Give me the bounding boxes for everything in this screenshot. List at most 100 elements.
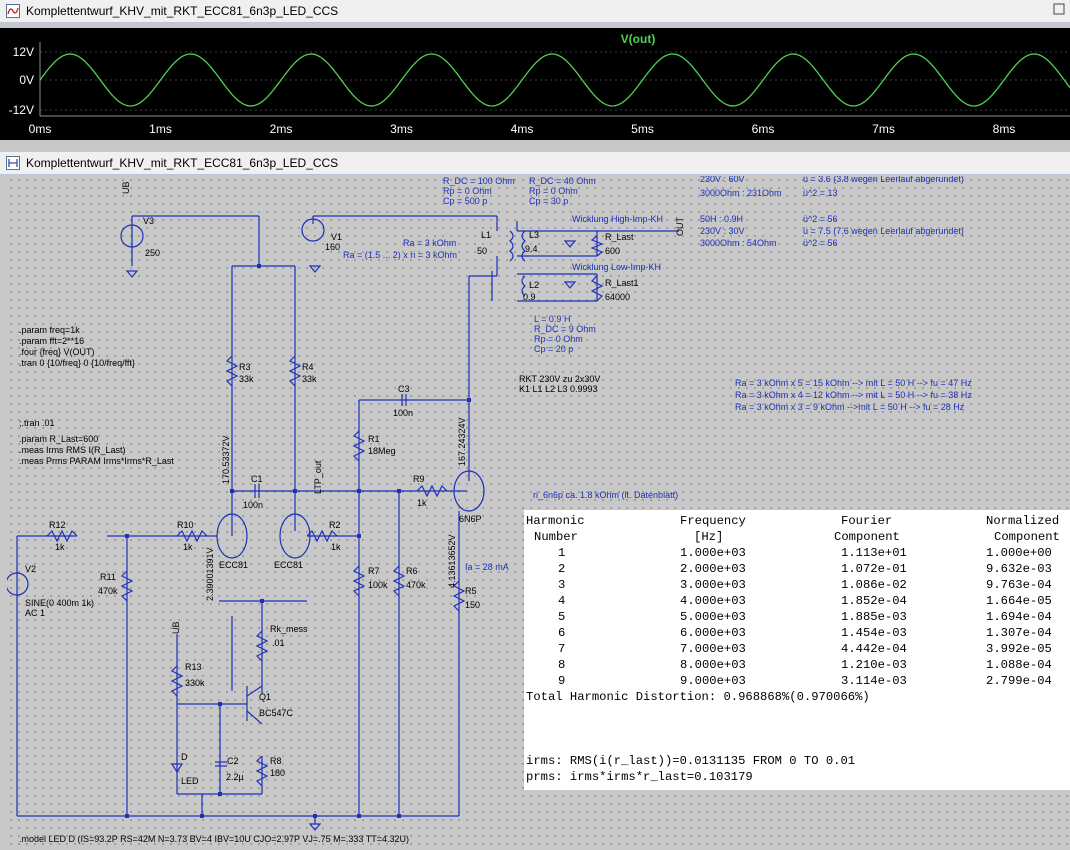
r7-label: R7 [368,566,380,576]
directive-block-2[interactable]: ;.tran .01 .param R_Last=600 .meas Irms … [19,418,174,466]
x-tick: 5ms [631,122,654,136]
directive-line: .param freq=1k [19,325,80,335]
r4-label: R4 [302,362,314,372]
rk-value: .01 [272,638,285,648]
junctions [125,264,471,818]
harmonic-number: 9 [558,674,566,688]
led-model-directive[interactable]: .model LED D (IS=93.2P RS=42M N=3.73 BV=… [19,834,409,844]
spice-output-pane[interactable]: Harmonic Frequency Fourier Normalized Nu… [524,510,1070,790]
x-tick: 6ms [752,122,775,136]
note-line: R_DC = 9 Ohm [534,324,596,334]
normalized-value: 9.763e-04 [986,578,1052,592]
frequency-value: 8.000e+03 [680,658,746,672]
l3-coil [521,230,526,262]
volt-6n6p-cathode: 4.13613652V [447,534,457,588]
coupling-directive-1[interactable]: RKT 230V zu 2x30V [519,374,600,384]
x-tick: 7ms [872,122,895,136]
trace-label[interactable]: V(out) [621,32,656,46]
r13-symbol [170,665,184,697]
note-line: 3000Ohm : 231Ohm [700,188,782,198]
r10-symbol [176,529,208,543]
fourier-value: 1.454e-03 [841,626,907,640]
v2-label: V2 [25,564,36,574]
note-line: Ra = 3 kOhm x 3 = 9 kOhm -->mit L = 50 H… [735,402,965,412]
directive-line: .param fft=2**16 [19,336,84,346]
q1-label: Q1 [259,692,271,702]
ub-top-label: UB [121,181,131,194]
r1-value: 18Meg [368,446,396,456]
fourier-value: 1.210e-03 [841,658,907,672]
q1-value: BC547C [259,708,294,718]
note-line: Cp = 500 p [443,196,487,206]
r6-value: 470k [406,580,426,590]
r3-label: R3 [239,362,251,372]
r2-symbol [306,529,338,543]
fourier-value: 1.885e-03 [841,610,907,624]
note-line: Cp = 20 p [534,344,573,354]
x-tick: 0ms [29,122,52,136]
c2-value: 2.2µ [226,772,244,782]
r12-symbol [46,529,78,543]
harmonic-number: 5 [558,610,566,624]
coupling-directive-2[interactable]: K1 L1 L2 L3 0.9993 [519,384,598,394]
r8-value: 180 [270,768,285,778]
col-frequency: Frequency [680,514,746,528]
c1-label: C1 [251,474,263,484]
c1-value: 100n [243,500,263,510]
r5-label: R5 [465,586,477,596]
l2-value: 0.9 [523,292,536,302]
volt-plate: 170.53372V [221,435,231,484]
normalized-value: 1.664e-05 [986,594,1052,608]
note-line: ü = 7.5 (7.6 wegen Leerlauf abgerundet) [803,226,964,236]
q1-emitter [246,710,263,725]
frequency-value: 9.000e+03 [680,674,746,688]
maximize-icon[interactable] [1052,2,1066,16]
r9-value: 1k [417,498,427,508]
directive-line: .meas Irms RMS I(R_Last) [19,445,126,455]
c3-value: 100n [393,408,413,418]
directive-line: ;.tran .01 [19,418,55,428]
ltp-out-label: LTP_out [313,460,323,494]
fourier-value: 4.442e-04 [841,642,907,656]
fourier-value: 1.072e-01 [841,562,907,576]
waveform-window-title: Komplettentwurf_KHV_mit_RKT_ECC81_6n3p_L… [26,4,339,18]
directive-line: .meas Prms PARAM Irms*Irms*R_Last [19,456,174,466]
frequency-value: 4.000e+03 [680,594,746,608]
note-line: R_DC = 40 Ohm [529,176,596,186]
note-line: R_DC = 100 Ohm [443,176,515,186]
note-line: Ra = 3 kOhm x 5 = 15 kOhm --> mit L = 50… [735,378,972,388]
normalized-value: 2.799e-04 [986,674,1052,688]
volt-cathode: 2.39001391V [205,547,215,601]
schematic-window-titlebar[interactable]: Komplettentwurf_KHV_mit_RKT_ECC81_6n3p_L… [0,152,1070,175]
normalized-value: 9.632e-03 [986,562,1052,576]
schematic-svg: UB UB LTP_out OUT V3 250 V1 160 V2 SINE(… [7,176,972,844]
led-label: LED [181,776,199,786]
directive-block-1[interactable]: .param freq=1k .param fft=2**16 .four {f… [19,325,135,368]
note-line: 230V : 60V [700,176,745,184]
rlast-value: 600 [605,246,620,256]
r13-value: 330k [185,678,205,688]
r3-value: 33k [239,374,254,384]
fourier-value: 1.113e+01 [841,546,907,560]
x-tick: 3ms [390,122,413,136]
rlast1-symbol [590,275,604,302]
r8-symbol [255,755,269,787]
u3-label: 6N6P [459,514,482,524]
harmonic-number: 1 [558,546,566,560]
harmonic-number: 8 [558,658,566,672]
note-line: ü = 3.6 (3.8 wegen Leerlauf abgerundet) [803,176,964,184]
r4-symbol [288,355,302,387]
r2-value: 1k [331,542,341,552]
out-label: OUT [675,217,685,237]
waveform-window-titlebar[interactable]: Komplettentwurf_KHV_mit_RKT_ECC81_6n3p_L… [0,0,1070,23]
ri-note: ri_6n6p ca. 1.8 kOhm (lt. Datenblatt) [533,490,678,500]
fourier-value: 3.114e-03 [841,674,907,688]
directive-line: .four {freq} V(OUT) [19,347,95,357]
ub-lower-label: UB [171,621,181,634]
r12-label: R12 [49,520,66,530]
schematic-window-icon [6,156,20,170]
note-line: Ra = 3 kOhm x 4 = 12 kOhm --> mit L = 50… [735,390,972,400]
